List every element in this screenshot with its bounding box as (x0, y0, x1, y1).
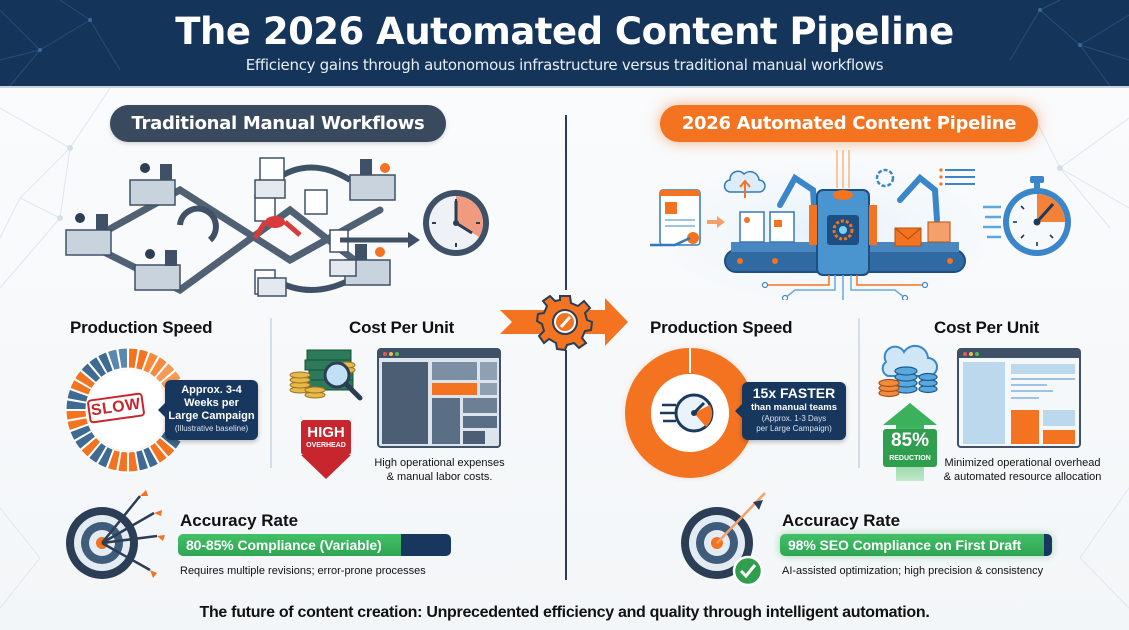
money-magnifier-icon (289, 349, 363, 401)
left-cost-caption: High operational expenses & manual labor… (367, 456, 512, 484)
left-accuracy-note: Requires multiple revisions; error-prone… (180, 565, 426, 577)
left-callout-line4: (Illustrative baseline) (174, 424, 249, 433)
center-divider (565, 115, 567, 290)
left-callout-line3: Large Campaign (168, 410, 255, 422)
left-cost-title: Cost Per Unit (349, 318, 455, 337)
right-callout-line2: than manual teams (750, 402, 838, 413)
left-accuracy-bar: 80-85% Compliance (Variable) (178, 534, 451, 556)
right-metric-separator (858, 318, 860, 468)
slow-stamp-text: SLOW (89, 395, 142, 420)
right-cost-caption-line2: & automated resource allocation (943, 471, 1102, 483)
right-accuracy-note: AI-assisted optimization; high precision… (782, 565, 1044, 577)
center-divider-lower (565, 350, 567, 580)
left-callout-line2: Weeks per (184, 397, 239, 409)
right-speed-callout: 15x FASTER than manual teams (Approx. 1-… (735, 382, 846, 440)
cloud-database-icon (878, 344, 938, 398)
left-cost-caption-line2: & manual labor costs. (386, 471, 493, 483)
right-callout-line3: (Approx. 1-3 Days (761, 414, 827, 423)
manual-workflows-pill: Traditional Manual Workflows (110, 105, 446, 142)
right-callout-line4: per Large Campaign) (756, 424, 832, 433)
reduction-big: 85% (890, 430, 930, 451)
footer-tagline: The future of content creation: Unpreced… (199, 604, 930, 621)
right-cost-caption-line1: Minimized operational overhead (944, 457, 1101, 469)
stopwatch-icon (983, 176, 1071, 256)
left-production-speed-title: Production Speed (70, 318, 213, 337)
gear-transform-arrow-icon (500, 294, 628, 352)
left-metric-separator (270, 318, 272, 468)
right-cost-title: Cost Per Unit (934, 318, 1040, 337)
target-bullseye-check-icon (681, 492, 766, 587)
right-accuracy-bar-label: 98% SEO Compliance on First Draft (780, 534, 1044, 556)
left-accuracy-bar-label: 80-85% Compliance (Variable) (178, 534, 401, 556)
left-cost-caption-line1: High operational expenses (374, 457, 505, 469)
manual-workflow-desks-icon (65, 157, 420, 297)
high-overhead-big: HIGH (307, 424, 345, 441)
reduction-small: REDUCTION (889, 455, 931, 462)
automated-pipeline-pill: 2026 Automated Content Pipeline (660, 105, 1038, 142)
reduction-arrow: 85% REDUCTION (883, 403, 937, 481)
right-callout-line1: 15x FASTER (752, 385, 836, 401)
page-subtitle: Efficiency gains through autonomous infr… (245, 56, 884, 74)
high-overhead-small: OVERHEAD (306, 442, 346, 449)
right-cost-caption: Minimized operational overhead & automat… (940, 456, 1105, 484)
header-banner: The 2026 Automated Content Pipeline Effi… (0, 0, 1129, 86)
left-speed-callout: Approx. 3-4 Weeks per Large Campaign (Il… (158, 380, 258, 440)
right-accuracy-bar-remainder (1044, 534, 1052, 556)
right-browser-mockup (957, 348, 1081, 448)
left-browser-mockup (377, 348, 501, 448)
right-accuracy-title: Accuracy Rate (782, 511, 901, 530)
left-accuracy-bar-remainder (401, 534, 451, 556)
right-accuracy-bar: 98% SEO Compliance on First Draft (780, 534, 1052, 556)
left-accuracy-title: Accuracy Rate (180, 511, 299, 530)
target-multiple-arrows-icon (66, 490, 165, 579)
clock-icon (423, 190, 489, 256)
header-rule (0, 86, 1129, 88)
robotic-conveyor-pipeline-icon (650, 150, 985, 300)
orange-ring-gauge-icon (620, 343, 760, 483)
page-title: The 2026 Automated Content Pipeline (175, 10, 954, 53)
high-overhead-arrow: HIGH OVERHEAD (301, 420, 351, 482)
network-pattern-icon (0, 0, 1129, 86)
right-production-speed-title: Production Speed (650, 318, 793, 337)
left-callout-line1: Approx. 3-4 (181, 384, 242, 396)
